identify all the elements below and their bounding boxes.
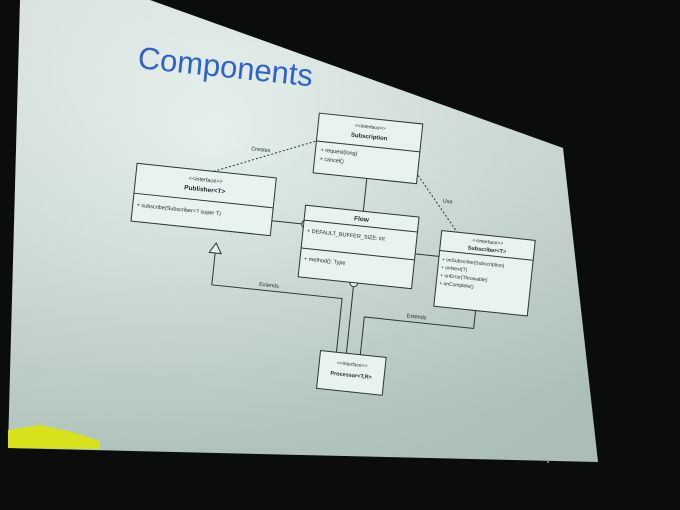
subscriber-box: <<interface>> Subscriber<T> + onSubscrib… bbox=[433, 230, 536, 317]
publisher-name: Publisher<T> bbox=[184, 184, 226, 195]
yellow-highlight bbox=[8, 425, 100, 449]
publisher-stereotype: <<interface>> bbox=[188, 176, 222, 186]
subscription-method-1: + request(long) bbox=[320, 147, 358, 157]
subscriber-method-4: + onComplete() bbox=[439, 281, 474, 291]
subscription-name: Subscription bbox=[351, 133, 388, 143]
flow-name: Flow bbox=[354, 215, 370, 224]
creates-line bbox=[213, 140, 317, 172]
flow-publisher-line bbox=[271, 220, 302, 225]
publisher-box: <<interface>> Publisher<T> + subscribe(S… bbox=[130, 162, 277, 237]
subscriber-name: Subscriber<T> bbox=[467, 245, 506, 255]
extends-right-label: Extends bbox=[406, 313, 427, 321]
flow-box: Flow + DEFAULT_BUFFER_SIZE: int + method… bbox=[297, 204, 420, 290]
extends-left-label: Extends bbox=[259, 282, 280, 290]
processor-stereotype: <<interface>> bbox=[337, 360, 368, 369]
extends-left-arrow bbox=[208, 242, 222, 255]
processor-name: Processor<T,R> bbox=[330, 371, 372, 381]
subscription-stereotype: <<interface>> bbox=[354, 123, 385, 132]
processor-box: <<interface>> Processor<T,R> bbox=[316, 350, 387, 396]
flow-method-1: + method(): Type bbox=[304, 256, 346, 266]
uses-label: Use bbox=[442, 199, 452, 206]
subscriber-method-3: + onError(Throwable) bbox=[440, 273, 488, 284]
extends-right-line bbox=[359, 310, 477, 355]
creates-label: Creates bbox=[251, 146, 271, 154]
subscription-box: <<interface>> Subscription + request(lon… bbox=[312, 112, 424, 185]
flow-subscriber-line bbox=[415, 253, 440, 257]
screen-dot bbox=[546, 460, 550, 464]
uses-line bbox=[413, 169, 465, 244]
flow-subscription-line bbox=[362, 178, 368, 212]
extends-left-line bbox=[211, 252, 343, 353]
subscriber-method-2: + onNext(T) bbox=[441, 265, 468, 274]
uml-diagram: <<interface>> Subscription + request(lon… bbox=[130, 112, 536, 396]
flow-processor-line bbox=[345, 286, 354, 354]
subscriber-stereotype: <<interface>> bbox=[472, 238, 503, 247]
subscription-method-2: + cancel() bbox=[319, 156, 344, 165]
